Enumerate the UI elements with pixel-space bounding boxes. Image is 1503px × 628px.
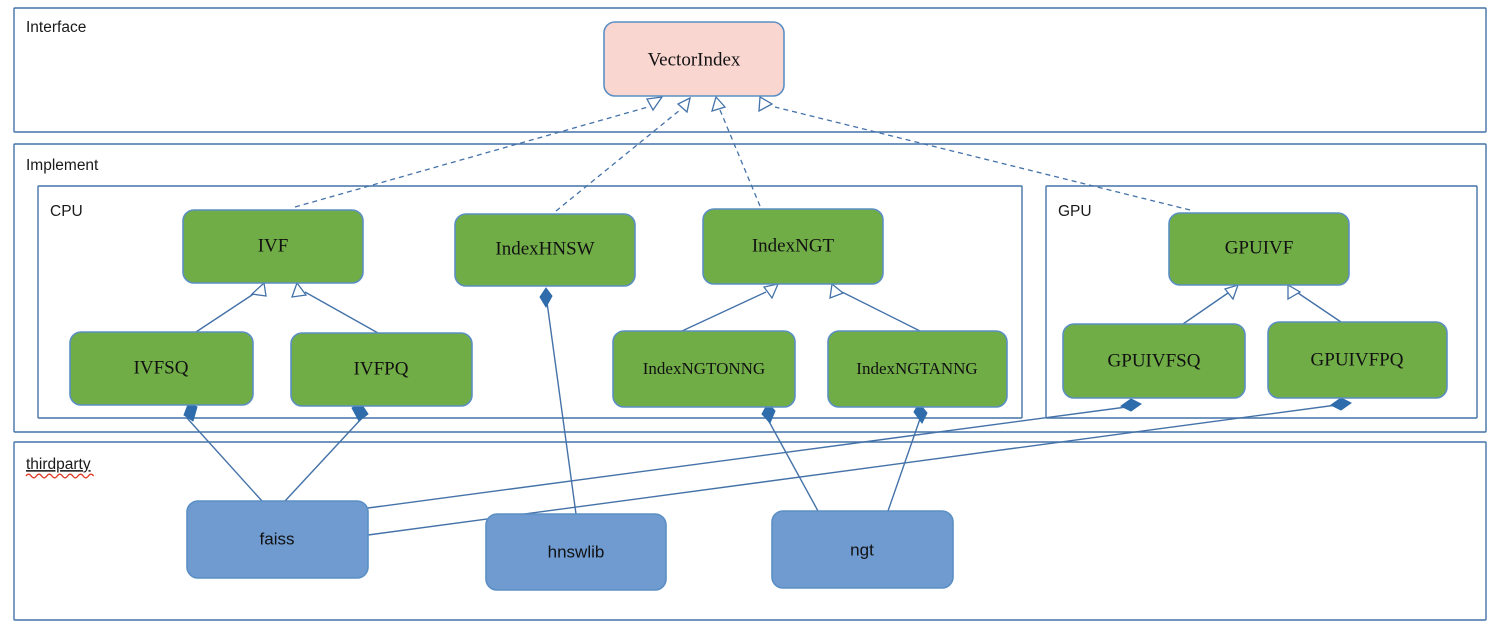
node-indexngtanng-label: IndexNGTANNG [856, 359, 977, 378]
node-ivfpq-box[interactable] [290, 332, 473, 407]
arrowhead-indexngt-vectorindex [711, 95, 727, 112]
node-indexngtanng-box[interactable] [827, 330, 1008, 408]
edge-gpuivfsq-gpuivf [1182, 292, 1229, 325]
diamond-gpuivfpq [1330, 397, 1352, 411]
node-hnswlib[interactable]: hnswlib [485, 513, 667, 591]
node-gpuivfsq-label: GPUIVFSQ [1108, 350, 1201, 371]
arrowhead-gpuivfsq-gpuivf [1223, 283, 1240, 301]
group-cpu-label: CPU [50, 203, 83, 220]
edge-ngt-indexngtanng [887, 415, 922, 512]
node-indexngtonng-box[interactable] [612, 330, 796, 408]
node-ivfpq-label: IVFPQ [354, 358, 409, 379]
group-thirdparty-border [13, 441, 1487, 621]
arrowhead-indexngtonng-indexngt [762, 283, 780, 300]
node-gpuivfpq-label: GPUIVFPQ [1311, 349, 1404, 370]
diamond-indexhnsw [539, 287, 553, 309]
node-gpuivfpq[interactable]: GPUIVFPQ [1267, 321, 1448, 399]
node-gpuivfsq[interactable]: GPUIVFSQ [1062, 323, 1246, 399]
node-gpuivfpq-box[interactable] [1267, 321, 1448, 399]
group-implement-label: Implement [26, 157, 99, 174]
edge-faiss-ivfsq [186, 417, 263, 502]
node-gpuivfsq-box[interactable] [1062, 323, 1246, 399]
diamond-gpuivfsq [1120, 398, 1142, 412]
edge-ivfsq-ivf [195, 290, 259, 333]
group-thirdparty: thirdparty [13, 441, 1487, 621]
edge-faiss-gpuivfpq [367, 403, 1345, 536]
edge-faiss-ivfpq [284, 417, 363, 502]
node-indexngt-box[interactable] [702, 208, 884, 285]
node-ivfsq-box[interactable] [69, 331, 254, 406]
node-ivfpq[interactable]: IVFPQ [290, 332, 473, 407]
node-faiss-label: faiss [260, 529, 295, 548]
edge-faiss-gpuivfsq [367, 405, 1135, 509]
node-ngt-label: ngt [850, 540, 874, 559]
edges-realization [294, 95, 1191, 212]
node-indexhnsw-box[interactable] [454, 213, 636, 287]
node-ivf[interactable]: IVF [182, 209, 364, 284]
arrowhead-indexhnsw-vectorindex [676, 96, 691, 114]
node-gpuivf-label: GPUIVF [1225, 237, 1294, 258]
node-indexngtonng[interactable]: IndexNGTONNG [612, 330, 796, 408]
node-ivfsq-label: IVFSQ [134, 357, 189, 378]
node-indexngt-label: IndexNGT [752, 235, 835, 256]
arrowhead-ivfsq-ivf [250, 281, 267, 297]
group-thirdparty-label: thirdparty [26, 456, 91, 473]
edge-ngt-indexngtonng [765, 415, 819, 512]
diamond-indexngtanng [913, 402, 928, 424]
node-ivfsq[interactable]: IVFSQ [69, 331, 254, 406]
spellcheck-squiggle-icon [25, 473, 95, 479]
node-hnswlib-label: hnswlib [548, 542, 605, 561]
node-indexngtanng[interactable]: IndexNGTANNG [827, 330, 1008, 408]
node-indexngt[interactable]: IndexNGT [702, 208, 884, 285]
node-vectorindex-label: VectorIndex [648, 49, 741, 70]
group-interface-label: Interface [26, 19, 86, 36]
node-faiss-box[interactable] [186, 500, 369, 579]
arrowhead-ivfpq-ivf [291, 281, 308, 298]
node-vectorindex-box[interactable] [603, 21, 785, 97]
edge-hnswlib-indexhnsw [545, 294, 577, 515]
node-ngt[interactable]: ngt [771, 510, 954, 589]
edge-indexngtanng-indexngt [841, 291, 921, 332]
node-faiss[interactable]: faiss [186, 500, 369, 579]
edge-ivfpq-ivf [304, 291, 379, 334]
edge-indexngtonng-indexngt [681, 291, 767, 332]
diamond-indexngtonng [761, 402, 776, 424]
node-hnswlib-box[interactable] [485, 513, 667, 591]
node-indexhnsw[interactable]: IndexHNSW [454, 213, 636, 287]
arrowhead-gpuivfpq-gpuivf [1287, 283, 1302, 301]
edge-gpuivfpq-gpuivf [1297, 292, 1342, 323]
edges-generalization [195, 281, 1342, 334]
edge-ivf-vectorindex [294, 106, 649, 208]
node-ivf-label: IVF [258, 235, 289, 256]
node-gpuivf[interactable]: GPUIVF [1168, 212, 1350, 286]
arrowhead-indexngtanng-indexngt [829, 282, 845, 300]
node-vectorindex[interactable]: VectorIndex [603, 21, 785, 97]
node-ivf-box[interactable] [182, 209, 364, 284]
node-indexhnsw-label: IndexHNSW [495, 238, 594, 259]
node-ngt-box[interactable] [771, 510, 954, 589]
node-gpuivf-box[interactable] [1168, 212, 1350, 286]
node-indexngtonng-label: IndexNGTONNG [643, 359, 765, 378]
group-gpu-label: GPU [1058, 203, 1092, 220]
arrowhead-ivf-vectorindex [645, 96, 664, 112]
arrowhead-gpuivf-vectorindex [758, 95, 774, 113]
edges-composition [186, 294, 1345, 536]
